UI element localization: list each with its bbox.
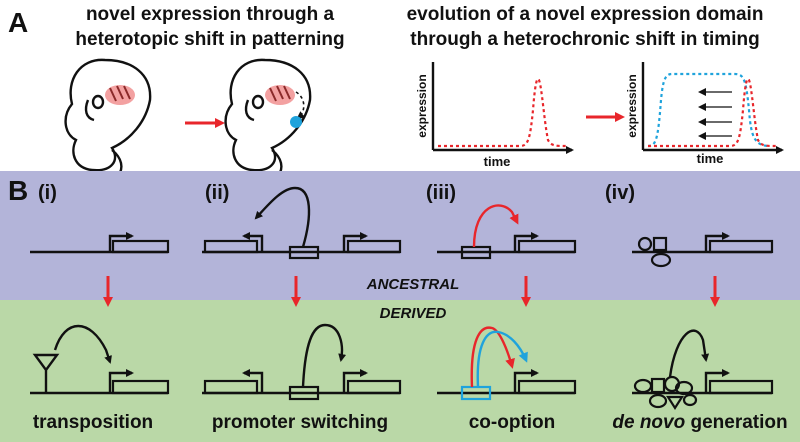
plot1-xlabel: time <box>484 154 511 169</box>
gene-model-iv-derived <box>632 329 774 411</box>
expression-plot-ancestral: expression time <box>415 62 574 169</box>
left-title-line1: novel expression through a <box>86 4 335 25</box>
label-generation: generation <box>685 412 787 433</box>
plot2-ylabel: expression <box>625 74 639 137</box>
derived-label: DERIVED <box>380 305 447 322</box>
panel-a-letter: A <box>8 7 28 38</box>
sub-label-ii: (ii) <box>205 182 229 204</box>
label-promoter-switching: promoter switching <box>212 412 388 433</box>
gene-model-ii-ancestral <box>202 186 402 260</box>
gene-model-iii-ancestral <box>437 204 577 260</box>
right-title-line2: through a heterochronic shift in timing <box>410 29 759 50</box>
ancestral-label: ANCESTRAL <box>366 276 460 293</box>
gene-model-ii-derived <box>202 323 402 401</box>
sub-label-iii: (iii) <box>426 182 456 204</box>
expression-domain-pink <box>105 85 135 105</box>
right-title-line1: evolution of a novel expression domain <box>407 4 764 25</box>
embryo-ancestral <box>64 58 152 177</box>
expression-plot-derived: expression time <box>625 62 784 166</box>
gene-model-i-derived <box>30 324 170 395</box>
gene-model-i-ancestral <box>30 232 170 254</box>
gene-model-iv-ancestral <box>632 232 774 268</box>
sub-label-i: (i) <box>38 182 57 204</box>
plot2-xlabel: time <box>697 151 724 166</box>
label-co-option: co-option <box>469 412 556 433</box>
left-title-line2: heterotopic shift in patterning <box>75 29 344 50</box>
label-transposition: transposition <box>33 412 153 433</box>
sub-label-iv: (iv) <box>605 182 635 204</box>
panel-b-letter: B <box>8 175 28 206</box>
gene-model-iii-derived <box>437 326 577 401</box>
label-de-novo: de novo <box>612 412 685 433</box>
embryo-derived <box>224 58 312 177</box>
plot1-ylabel: expression <box>415 74 429 137</box>
novel-domain-blue <box>290 116 302 128</box>
label-de-novo-generation: de novo generation <box>612 412 787 433</box>
